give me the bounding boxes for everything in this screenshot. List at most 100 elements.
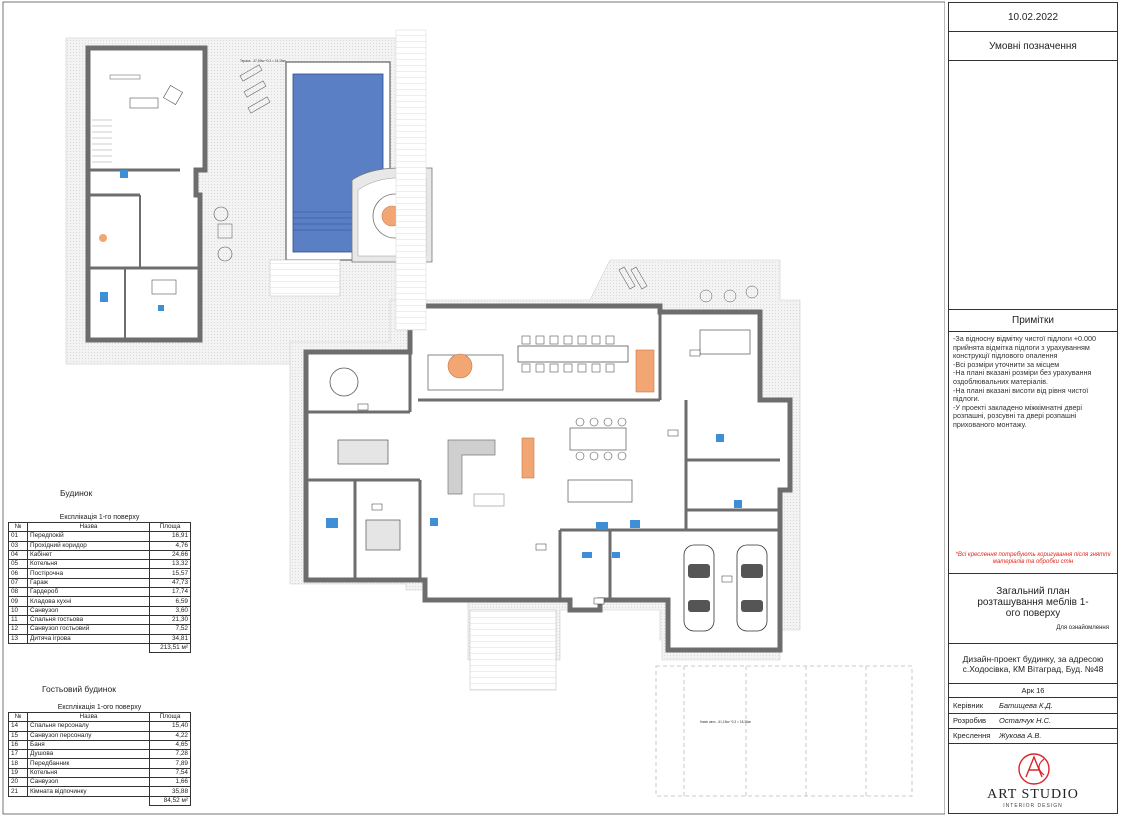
room-area: 7,54 [149, 767, 191, 779]
house-table-caption: Експлікація 1-го поверху [59, 514, 140, 521]
room-number: 19 [8, 767, 28, 779]
room-name: Котельня [27, 559, 150, 570]
room-name: Котельня [27, 767, 150, 779]
notes-area: -За відносну відмітку чистої підлоги +0.… [949, 332, 1117, 574]
room-number: 10 [8, 605, 28, 616]
guest-table-caption: Експлікація 1-ого поверху [57, 704, 142, 711]
signature-role: Розробив [953, 716, 987, 725]
guest-section-title: Гостьовий будинок [42, 684, 116, 694]
room-name: Передпокій [27, 531, 150, 542]
room-number: 14 [8, 721, 28, 732]
header-number: № [8, 711, 28, 723]
room-number: 08 [8, 587, 28, 598]
signature-role: Керівник [953, 701, 983, 710]
signature-name: Жукова А.В. [999, 731, 1042, 740]
signature-name: Батищева К.Д. [999, 701, 1053, 710]
room-name: Спальня персоналу [27, 721, 150, 732]
room-name: Прохідний коридор [27, 540, 150, 551]
header-name: Назва [27, 711, 150, 723]
total-area: 84,52 м² [149, 795, 191, 806]
signature-row: Керівник Батищева К.Д. [949, 698, 1117, 714]
terrace-note: Тераса - 47,19м² *0,3 = 14,15м² [240, 59, 286, 63]
room-name: Санвузол [27, 777, 150, 788]
logo-text: ART STUDIO [987, 787, 1079, 802]
sheet-number: Арк 16 [949, 684, 1117, 698]
room-name: Кладова кухні [27, 596, 150, 607]
room-number: 11 [8, 614, 28, 626]
room-area: 3,60 [149, 605, 191, 616]
room-area: 7,89 [149, 758, 191, 769]
room-area: 47,73 [149, 577, 191, 589]
room-name: Санвузол персоналу [27, 730, 150, 741]
warning-note: *Всі креслення потребують коригування пі… [955, 552, 1111, 565]
note-item: -За відносну відмітку чистої підлоги +0.… [953, 334, 1097, 361]
room-area: 13,32 [149, 559, 191, 570]
notes-title: Примітки [949, 310, 1117, 332]
room-area: 24,66 [149, 549, 191, 561]
room-number: 07 [8, 577, 28, 589]
logo-subtext: INTERIOR DESIGN [1003, 803, 1063, 809]
room-area: 4,22 [149, 730, 191, 741]
room-number: 17 [8, 749, 28, 760]
note-item: -На плані вказані розміри без урахування… [953, 368, 1092, 386]
header-number: № [8, 521, 28, 533]
room-number: 06 [8, 568, 28, 579]
swimming-pool: Тераса - 47,19м² *0,3 = 14,15м² [240, 59, 391, 297]
floor-plan-drawing: Тераса - 47,19м² *0,3 = 14,15м² [2, 1, 945, 815]
room-area: 7,52 [149, 624, 191, 635]
room-number: 09 [8, 596, 28, 607]
room-area: 6,59 [149, 596, 191, 607]
note-item: -Всі розміри уточнити за місцем [953, 359, 1060, 369]
logo: ART STUDIO INTERIOR DESIGN [949, 743, 1117, 813]
drawing-title-cell: Загальний план розташування меблів 1-ого… [949, 574, 1117, 644]
total-area: 213,51 м² [149, 642, 191, 654]
signature-row: Креслення Жукова А.В. [949, 728, 1117, 744]
room-number: 04 [8, 549, 28, 561]
header-name: Назва [27, 521, 150, 533]
signature-row: Розробив Осталчук Н.С. [949, 713, 1117, 729]
house-section-title: Будинок [60, 488, 93, 498]
room-number: 01 [8, 531, 28, 542]
header-area: Площа [149, 521, 191, 533]
room-name: Передбанник [27, 758, 150, 769]
table-header-row: № Назва Площа [8, 521, 191, 533]
room-area: 4,76 [149, 540, 191, 551]
room-name: Душова [27, 749, 150, 760]
date: 10.02.2022 [949, 3, 1117, 32]
room-name: Гардероб [27, 587, 150, 598]
room-area: 21,30 [149, 614, 191, 626]
room-area: 35,88 [149, 786, 191, 797]
room-number: 12 [8, 624, 28, 635]
logo-mark-icon [1018, 753, 1050, 785]
project-cell: Дизайн-проект будинку, за адресою с.Ходо… [949, 644, 1117, 684]
room-area: 34,81 [149, 633, 191, 644]
room-name: Спальня гостьова [27, 614, 150, 626]
main-house-plan [289, 259, 801, 661]
title-block: 10.02.2022 Умовні позначення Примітки -З… [948, 2, 1118, 814]
note-item: -На плані вказані висоти від рівня чисто… [953, 385, 1089, 404]
room-number: 03 [8, 540, 28, 551]
table-total-row: 84,52 м² [9, 795, 191, 806]
purpose: Для ознайомлення [1056, 625, 1109, 631]
room-name: Санвузол гостьовий [27, 624, 150, 635]
table-total-row: 213,51 м² [9, 642, 191, 654]
room-name: Гараж [27, 577, 150, 589]
legend-area [949, 61, 1117, 310]
room-number: 18 [8, 758, 28, 769]
room-area: 1,66 [149, 777, 191, 788]
